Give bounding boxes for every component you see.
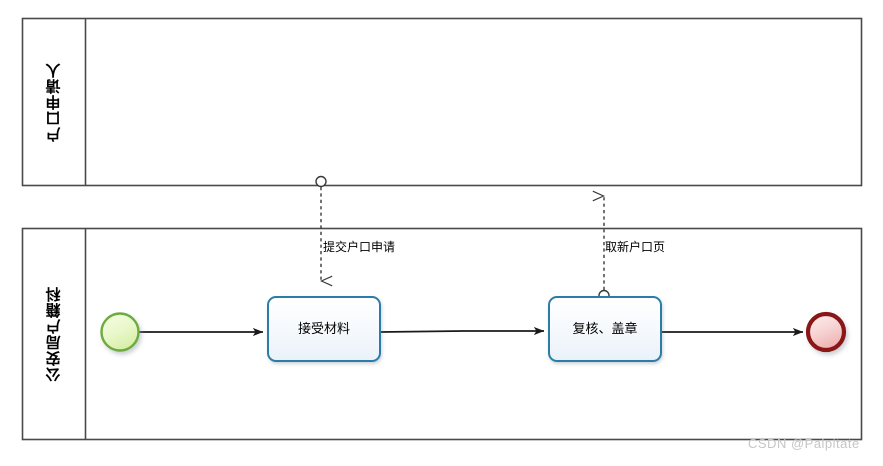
- sequence-flow-layer: [139, 326, 804, 337]
- message-flow-collect-label: 取新户口页: [605, 240, 666, 254]
- start-event-circle: [100, 312, 140, 352]
- end-event-circle: [805, 311, 847, 353]
- pool-label-applicant: 户口申请人: [45, 62, 63, 142]
- start-event[interactable]: [100, 312, 140, 352]
- task-receive-materials-label: 接受材料: [297, 320, 350, 336]
- task-review-and-stamp[interactable]: 复核、盖章: [548, 296, 662, 362]
- task-receive-materials[interactable]: 接受材料: [267, 296, 381, 362]
- watermark-text: CSDN @Palpitate: [748, 436, 860, 451]
- pool-bureau-outline: [21, 227, 863, 441]
- pool-applicant-outline: [21, 17, 863, 187]
- task-review-and-stamp-label: 复核、盖章: [572, 320, 638, 336]
- message-flow-submit-label: 提交户口申请: [323, 240, 396, 254]
- pool-bureau[interactable]: [21, 227, 863, 441]
- message-flow-submit-source-marker: [315, 175, 327, 188]
- pool-label-bureau: 公安局户籍科: [45, 286, 63, 382]
- message-flow-submit[interactable]: [315, 175, 327, 282]
- sequence-flow-receive-to-review[interactable]: [380, 326, 545, 336]
- end-event[interactable]: [805, 311, 847, 353]
- pool-applicant[interactable]: [21, 17, 863, 187]
